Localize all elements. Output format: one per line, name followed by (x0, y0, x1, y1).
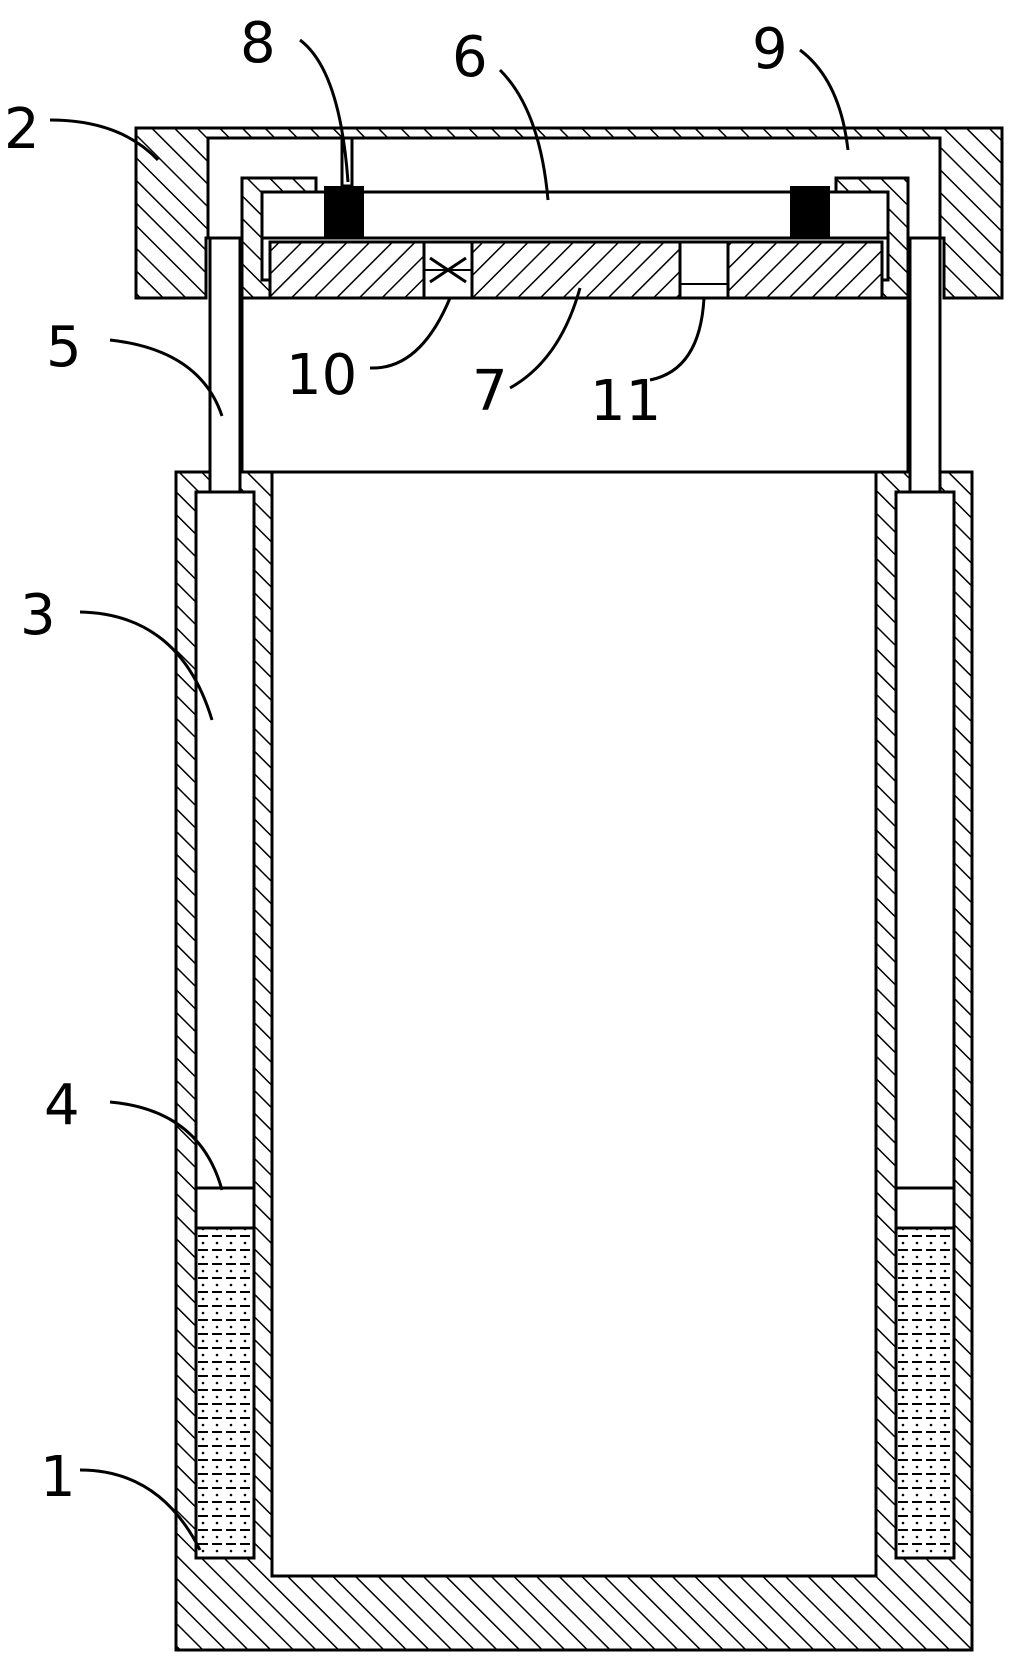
label-9: 9 (752, 17, 788, 82)
label-3: 3 (20, 583, 56, 648)
leader-lines (49, 38, 850, 1551)
part-labels: 8 6 9 2 5 10 7 11 3 4 1 (4, 11, 788, 1510)
label-8: 8 (240, 11, 276, 76)
label-2: 2 (4, 97, 40, 162)
inner-chamber (260, 190, 890, 240)
label-10: 10 (286, 343, 357, 408)
label-7: 7 (472, 359, 508, 424)
container-body (174, 470, 974, 1652)
label-1: 1 (40, 1445, 76, 1510)
label-4: 4 (44, 1073, 80, 1138)
label-6: 6 (452, 25, 488, 90)
label-11: 11 (590, 369, 661, 434)
partition-plate (268, 240, 884, 300)
seal-blocks (324, 186, 830, 238)
piston-blocks (194, 1186, 956, 1230)
piston-rods (208, 236, 942, 494)
label-5: 5 (46, 315, 82, 380)
spacer-block (240, 296, 910, 474)
channel-filler (194, 1226, 956, 1560)
